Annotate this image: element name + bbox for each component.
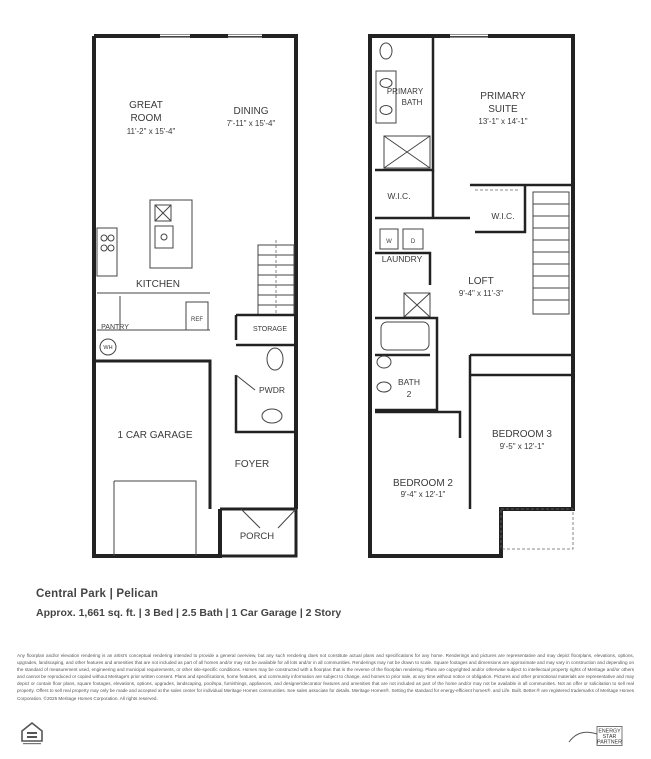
garage-wall [94,359,212,509]
burner [107,234,115,242]
water-heater [99,338,117,356]
toilet [266,347,284,371]
bath2-sink [376,381,392,393]
energy-star-swoosh-icon [568,731,598,743]
plan-title-block: Central Park | Pelican Approx. 1,661 sq.… [36,588,626,619]
great-room-label-1: GREAT [129,100,163,111]
storage-label: STORAGE [253,326,287,333]
powder-sink [261,408,283,424]
refrigerator [185,301,209,331]
wic-right-wall [470,183,573,234]
bath2-label-2: 2 [407,389,412,399]
energy-star-line1: ENERGY [598,729,621,735]
wic-left-wall [375,170,470,220]
bedroom2-dims: 9'-4" x 12'-1" [401,490,446,499]
porch-roof-outline [500,508,574,550]
powder-door [235,374,256,391]
dryer [402,228,424,250]
equal-housing-opportunity-icon [21,721,43,745]
dryer-label: D [411,239,416,245]
bedroom3-label: BEDROOM 3 [492,429,552,440]
bathtub [380,321,430,351]
plan-title: Central Park | Pelican [36,588,626,600]
stairs [257,240,295,316]
energy-star-line3: PARTNER [597,740,622,746]
burner [100,244,108,252]
primary-suite-label-1: PRIMARY [480,91,526,102]
plan-specs: Approx. 1,661 sq. ft. | 3 Bed | 2.5 Bath… [36,607,342,619]
dishwasher-mark [154,204,172,222]
porch-wall [220,507,298,558]
pantry-label: PANTRY [101,324,129,331]
sink [154,225,174,249]
primary-suite-dims: 13'-1" x 14'-1" [478,117,527,126]
legal-disclaimer: Any floorplan and/or elevation rendering… [17,653,634,701]
community-name: Central Park [36,588,107,600]
bath2-wall [375,316,439,412]
ref-label: REF [191,317,203,323]
range [96,227,118,277]
bath2-label-1: BATH [398,377,420,387]
primary-bath-label-1: PRIMARY [387,87,424,96]
vanity-sink [379,105,393,115]
stairs-upper [532,191,570,315]
storage-walls [234,313,296,347]
linen-mark [403,292,431,318]
energy-star-box [596,726,623,746]
dishwasher [154,204,172,222]
stair-run [532,191,570,315]
powder-label: PWDR [259,385,285,395]
laundry-label: LAUNDRY [382,254,423,264]
washer [379,228,399,250]
dining-dims: 7'-11" x 15'-4" [227,119,276,128]
energy-star-badge: ENERGY STAR PARTNER [568,726,623,746]
garage-door [113,480,197,556]
vanity [375,70,397,124]
primary-bath-label-2: BATH [402,98,423,107]
bedroom3-dims: 9'-5" x 12'-1" [500,442,545,451]
washer-label: W [386,239,392,245]
bedroom3-wall [468,353,573,509]
bedroom2-label: BEDROOM 2 [393,478,453,489]
first-floor-wall-left [92,36,222,558]
first-floor-plan: GREAT ROOM 11'-2" x 15'-4" DINING 7'-11"… [92,34,298,558]
powder-walls [234,375,296,434]
sink-drain [160,233,168,241]
kitchen-label: KITCHEN [136,279,180,290]
title-separator: | [109,588,113,600]
shower-mark [383,135,431,169]
floor-plans: GREAT ROOM 11'-2" x 15'-4" DINING 7'-11"… [92,34,575,558]
wic-left-label: W.I.C. [387,191,410,201]
great-room-dims: 11'-2" x 15'-4" [127,127,176,136]
garage-label: 1 CAR GARAGE [117,430,192,441]
burner [100,234,108,242]
porch-label: PORCH [240,531,274,542]
laundry-wall [375,251,432,285]
model-name: Pelican [116,588,159,600]
water-heater-label: WH [103,345,112,351]
energy-star-line2: STAR [603,734,617,740]
vanity-sink [379,78,393,88]
loft-dims: 9'-4" x 11'-3" [459,289,503,298]
loft-label: LOFT [468,276,494,287]
toilet [379,42,393,60]
toilet [376,355,392,369]
foyer-label: FOYER [235,459,269,470]
wic-right-label: W.I.C. [491,211,514,221]
great-room-label-2: ROOM [130,113,161,124]
second-floor-plan: PRIMARY BATH PRIMARY SUITE 13'-1" x 14'-… [368,34,575,558]
bedroom2-wall [375,410,462,438]
burner [107,244,115,252]
dining-label: DINING [234,106,269,117]
primary-suite-label-2: SUITE [488,104,518,115]
front-door [240,508,297,529]
